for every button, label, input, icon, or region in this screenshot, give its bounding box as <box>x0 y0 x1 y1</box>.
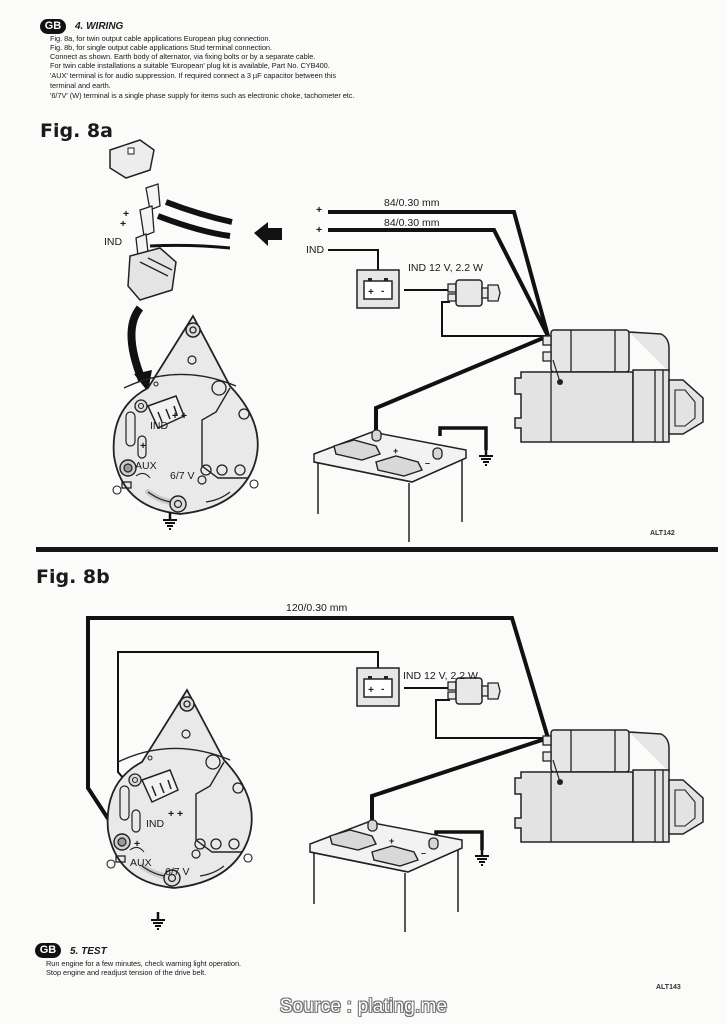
cable-spec-label: 84/0.30 mm <box>384 217 440 229</box>
alternator-aux-plus-label: + <box>134 838 141 850</box>
warning-lamp-8a <box>356 269 400 309</box>
fig-8a-title: Fig. 8a <box>40 120 113 142</box>
battery-plus-label: + <box>393 446 399 456</box>
battery-minus-label: – <box>421 848 427 858</box>
wiring-line: Fig. 8b, for single output cable applica… <box>50 43 272 52</box>
wiring-line: For twin cable installations a suitable … <box>50 61 330 70</box>
wiring-line: Fig. 8a, for twin output cable applicati… <box>50 34 271 43</box>
alternator-aux-plus-label: + <box>140 440 147 452</box>
plug-cables <box>149 199 233 250</box>
alternator-plus-label: + + <box>168 808 184 820</box>
section-divider <box>36 547 718 552</box>
wiring-line: '6/7V' (W) terminal is a single phase su… <box>50 91 355 100</box>
alternator-plus-label: + + <box>172 410 188 422</box>
alternator-ground-8b-icon <box>149 910 167 931</box>
cable-spec-label: 120/0.30 mm <box>286 602 348 614</box>
wiring-8a <box>328 210 550 450</box>
battery-8b <box>309 819 463 933</box>
alternator-aux-label: AUX <box>130 857 152 869</box>
lamp-rating-label: IND 12 V, 2.2 W <box>403 670 478 682</box>
ignition-switch-8a <box>447 279 501 307</box>
curved-arrow-icon <box>127 305 146 382</box>
battery-ground-icon <box>477 446 495 467</box>
cable-spec-label: 84/0.30 mm <box>384 197 440 209</box>
plug-plus-label: + <box>123 208 130 220</box>
starter-motor-8a <box>514 329 704 443</box>
plug-ind-label: IND <box>104 236 123 248</box>
alternator-ind-label: IND <box>146 818 165 830</box>
alternator-phase-label: 6/7 V <box>165 866 190 878</box>
wiring-section-title: 4. WIRING <box>75 21 124 32</box>
test-section-title: 5. TEST <box>70 946 107 957</box>
wire-plus-label: + <box>316 204 323 216</box>
wiring-line: 'AUX' terminal is for audio suppression.… <box>50 71 337 80</box>
alternator-ind-label: IND <box>150 420 169 432</box>
battery-minus-label: – <box>425 458 431 468</box>
alternator-aux-label: AUX <box>135 460 157 472</box>
wiring-line: Connect as shown. Earth body of alternat… <box>50 52 316 61</box>
fig-8b-title: Fig. 8b <box>36 566 110 588</box>
test-line: Stop engine and readjust tension of the … <box>46 968 207 977</box>
direction-arrow-icon <box>254 222 282 246</box>
wiring-8b <box>86 616 550 850</box>
wire-ind-label: IND <box>306 244 325 256</box>
battery-plus-label: + <box>389 836 395 846</box>
alternator-8b <box>107 690 252 888</box>
european-plug-assembly <box>109 139 177 301</box>
alternator-ground-icon <box>161 510 179 531</box>
gb-language-badge: GB <box>40 19 66 34</box>
battery-8a <box>313 429 467 543</box>
gb-language-badge: GB <box>35 943 61 958</box>
alternator-phase-label: 6/7 V <box>170 470 195 482</box>
test-line: Run engine for a few minutes, check warn… <box>46 959 242 968</box>
wiring-line: terminal and earth. <box>50 81 111 90</box>
starter-motor-8b <box>514 729 704 843</box>
lamp-rating-label: IND 12 V, 2.2 W <box>408 262 483 274</box>
plug-plus-label: + <box>120 218 127 230</box>
wire-plus-label: + <box>316 224 323 236</box>
warning-lamp-8b <box>356 667 400 707</box>
figure-ref-code: ALT142 <box>650 530 675 537</box>
source-watermark: Source : plating.me <box>279 996 448 1017</box>
battery-ground-8b-icon <box>473 846 491 867</box>
figure-ref-code: ALT143 <box>656 984 681 991</box>
